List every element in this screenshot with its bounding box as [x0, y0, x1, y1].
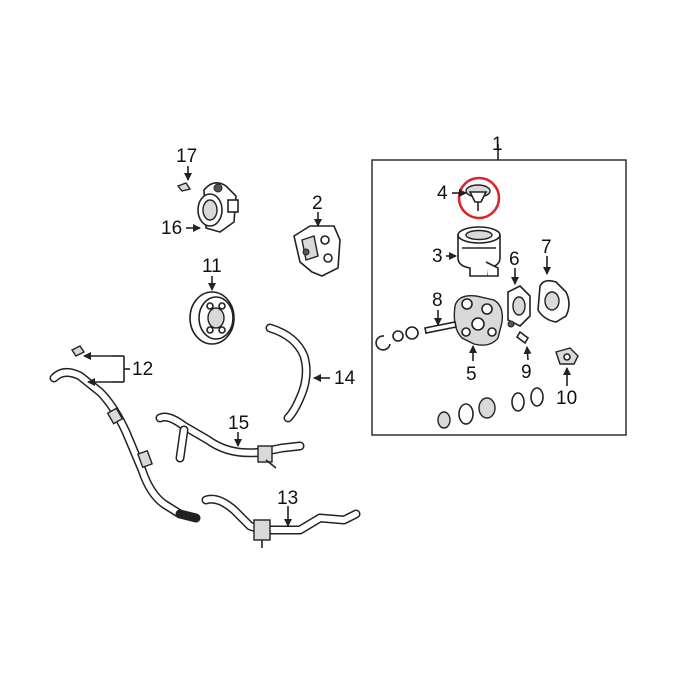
- rear-housing[interactable]: [537, 279, 570, 323]
- callout-8: 8: [432, 290, 443, 311]
- pump-bracket[interactable]: [293, 225, 341, 277]
- callout-11: 11: [202, 256, 222, 277]
- callout-3: 3: [432, 246, 443, 267]
- callout-12: 12: [132, 359, 153, 380]
- reservoir-cap[interactable]: [457, 176, 501, 220]
- callout-1: 1: [492, 134, 503, 155]
- callout-2: 2: [312, 193, 323, 214]
- callout-13: 13: [277, 488, 298, 509]
- pump-small-bolt[interactable]: [176, 182, 192, 192]
- pump-assembly-group: [371, 144, 627, 436]
- pump-shaft[interactable]: [375, 321, 457, 351]
- callout-6: 6: [509, 249, 520, 270]
- union-fitting[interactable]: [555, 347, 579, 365]
- assembly-box: [371, 159, 627, 436]
- pump-cover-plate[interactable]: [507, 285, 531, 328]
- callout-9-leader: [523, 346, 532, 361]
- callout-9: 9: [521, 362, 532, 383]
- cooler-line[interactable]: [201, 494, 361, 548]
- callout-17: 17: [176, 146, 197, 167]
- return-hose[interactable]: [265, 323, 311, 423]
- highlight-circle: [457, 176, 501, 220]
- seal-kit-row: [437, 387, 544, 429]
- reservoir[interactable]: [457, 226, 501, 277]
- pressure-line[interactable]: [155, 412, 305, 469]
- pump-body[interactable]: [453, 295, 504, 346]
- callout-10: 10: [556, 388, 577, 409]
- callout-4: 4: [437, 183, 448, 204]
- pressure-hose-assembly[interactable]: [49, 345, 201, 523]
- callout-7: 7: [541, 237, 552, 258]
- callout-14: 14: [334, 368, 356, 389]
- power-steering-pump[interactable]: [197, 182, 239, 233]
- callout-15: 15: [228, 413, 249, 434]
- pump-pulley[interactable]: [189, 291, 235, 345]
- callout-5: 5: [466, 364, 477, 385]
- flow-control-valve[interactable]: [515, 330, 530, 345]
- callout-16: 16: [161, 218, 182, 239]
